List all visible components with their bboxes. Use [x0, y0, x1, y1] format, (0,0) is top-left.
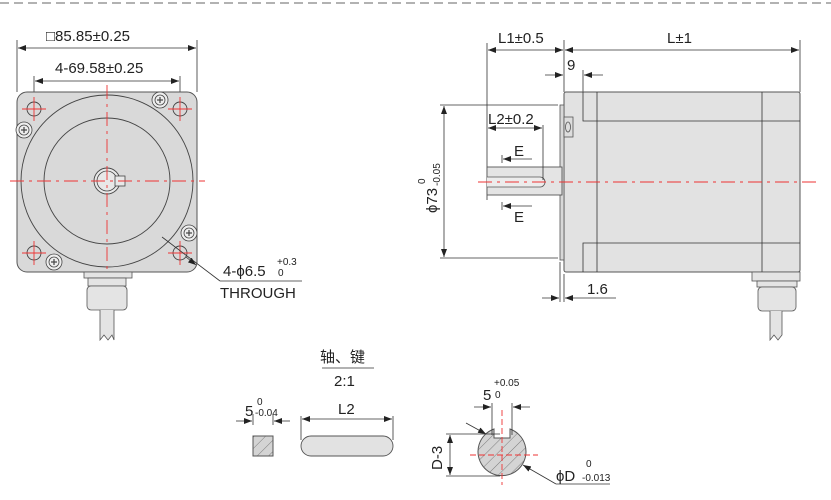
- svg-text:-0.05: -0.05: [432, 163, 443, 186]
- key-length-dim: L2±0.2: [488, 111, 534, 128]
- slot-width-main: 5: [483, 387, 491, 404]
- svg-text:D-3: D-3: [429, 446, 446, 470]
- hole-spacing-dim: 4-69.58±0.25: [55, 60, 143, 77]
- pilot-thickness-dim: 1.6: [587, 281, 608, 298]
- shaft-tol-upper: 0: [586, 459, 592, 470]
- front-view: [10, 40, 302, 342]
- slot-tol-upper: +0.05: [494, 378, 520, 389]
- detail-view: [236, 367, 610, 485]
- hole-callout: 4-ϕ6.5: [223, 263, 266, 280]
- hole-tol-lower: 0: [278, 268, 284, 279]
- section-mark-top: E: [514, 143, 524, 160]
- svg-text:ϕ73: ϕ73: [424, 188, 441, 213]
- key-width-lower: -0.04: [255, 408, 278, 419]
- flange-step-dim: 9: [567, 57, 575, 74]
- shaft-tol-lower: -0.013: [582, 473, 611, 484]
- outer-square-dim: □85.85±0.25: [46, 28, 130, 45]
- svg-text:0: 0: [417, 178, 428, 184]
- pilot-dia-dim: ϕ73 0 -0.05: [417, 163, 443, 213]
- detail-scale: 2:1: [334, 373, 355, 390]
- key-width-upper: 0: [257, 397, 263, 408]
- body-length-dim: L±1: [667, 30, 692, 47]
- shaft-dia-main: ϕD: [556, 468, 575, 485]
- detail-title: 轴、键: [320, 349, 365, 366]
- hole-note: THROUGH: [220, 285, 296, 302]
- key-width-main: 5: [245, 403, 253, 420]
- hole-tol-upper: +0.3: [277, 257, 297, 268]
- key-length-label: L2: [338, 401, 355, 418]
- section-mark-bottom: E: [514, 209, 524, 226]
- flat-depth-dim: D-3: [429, 446, 446, 470]
- side-view: [440, 40, 818, 342]
- slot-tol-lower: 0: [495, 390, 501, 401]
- shaft-ext-dim: L1±0.5: [498, 30, 544, 47]
